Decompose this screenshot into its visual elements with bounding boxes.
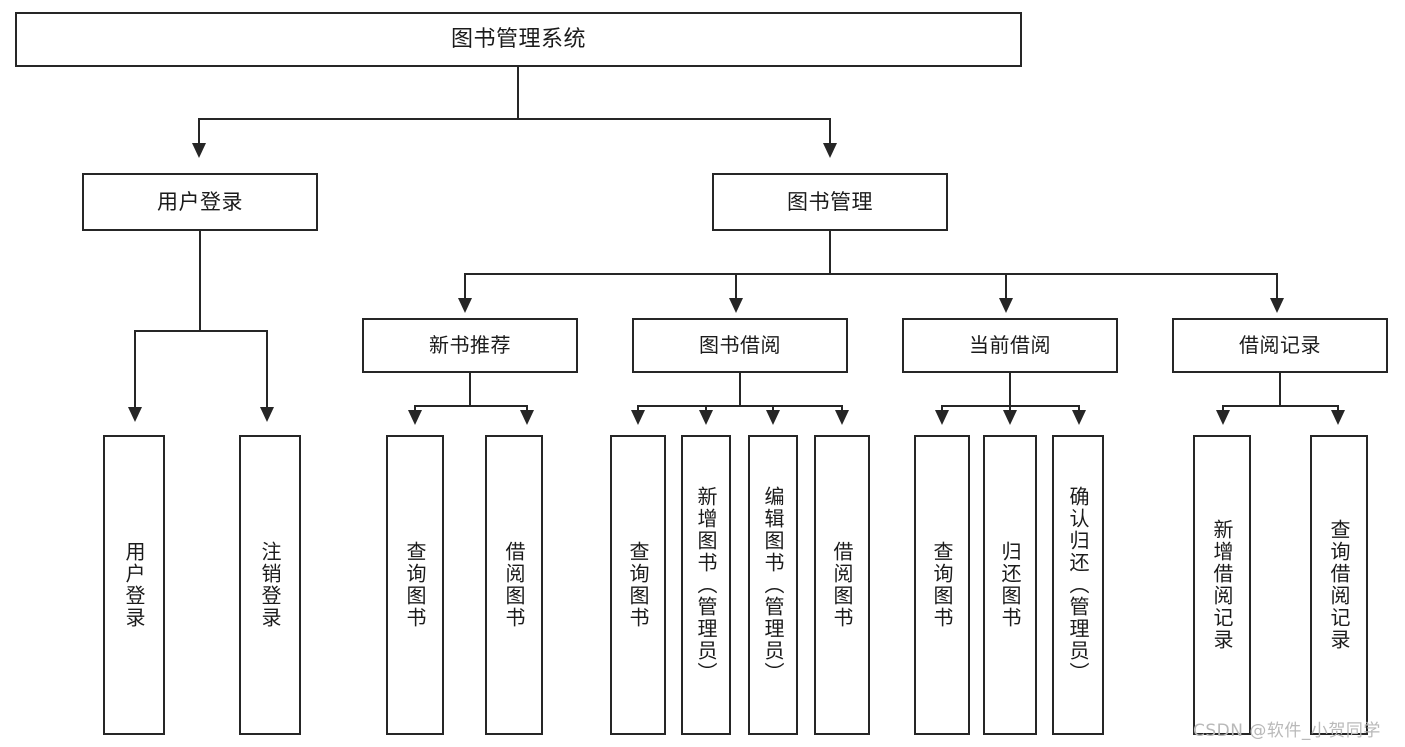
arrow-to-current-borrow [999,298,1013,313]
connector-current-borrow-drop-2 [1009,405,1011,413]
connector-book-mgmt-bus [464,273,1278,275]
arrow-to-borrow-record [1270,298,1284,313]
arrow-to-book-management [823,143,837,158]
connector-book-borrow-drop-2 [705,405,707,413]
connector-user-login-bus [134,330,268,332]
connector-current-borrow-stem [1009,373,1011,406]
leaf-label: 新增借阅记录 [1210,519,1234,651]
connector-new-book-stem [469,373,471,406]
connector-book-mgmt-drop-2 [735,273,737,301]
arrow-to-leaf-add-record [1216,410,1230,425]
arrow-to-leaf-logout [260,407,274,422]
connector-book-mgmt-drop-4 [1276,273,1278,301]
leaf-user-login[interactable]: 用户登录 [103,435,165,735]
connector-user-login-drop-1 [134,330,136,410]
connector-borrow-record-stem [1279,373,1281,406]
connector-user-login-drop-2 [266,330,268,410]
arrow-to-leaf-edit-book [766,410,780,425]
connector-book-borrow-stem [739,373,741,406]
connector-root-drop-left [198,118,200,146]
arrow-to-book-borrow [729,298,743,313]
leaf-label: 新增图书（管理员） [694,486,718,684]
leaf-label: 借阅图书 [502,541,526,629]
arrow-to-leaf-query-book-1 [408,410,422,425]
leaf-confirm-return-admin[interactable]: 确认归还（管理员） [1052,435,1104,735]
arrow-to-leaf-borrow-book-1 [520,410,534,425]
leaf-query-borrow-record[interactable]: 查询借阅记录 [1310,435,1368,735]
leaf-edit-book-admin[interactable]: 编辑图书（管理员） [748,435,798,735]
arrow-to-leaf-add-book [699,410,713,425]
connector-book-borrow-drop-3 [772,405,774,413]
leaf-logout[interactable]: 注销登录 [239,435,301,735]
leaf-add-borrow-record[interactable]: 新增借阅记录 [1193,435,1251,735]
leaf-label: 注销登录 [258,541,282,629]
leaf-label: 借阅图书 [830,541,854,629]
arrow-to-leaf-borrow-book-2 [835,410,849,425]
node-new-book-recommend[interactable]: 新书推荐 [362,318,578,373]
node-label: 图书借阅 [699,333,781,357]
node-label: 图书管理 [787,189,873,214]
connector-borrow-record-bus [1222,405,1339,407]
connector-borrow-record-drop-1 [1222,405,1224,413]
node-label: 当前借阅 [969,333,1051,357]
leaf-add-book-admin[interactable]: 新增图书（管理员） [681,435,731,735]
leaf-label: 归还图书 [998,541,1022,629]
connector-book-mgmt-drop-3 [1005,273,1007,301]
connector-book-borrow-bus [637,405,843,407]
connector-new-book-drop-2 [526,405,528,413]
node-label: 新书推荐 [429,333,511,357]
leaf-label: 查询借阅记录 [1327,519,1351,651]
arrow-to-leaf-query-book-2 [631,410,645,425]
connector-root-bus [198,118,830,120]
leaf-label: 确认归还（管理员） [1066,486,1090,684]
arrow-to-user-login [192,143,206,158]
node-root-system[interactable]: 图书管理系统 [15,12,1022,67]
connector-new-book-bus [414,405,528,407]
connector-book-borrow-drop-4 [841,405,843,413]
connector-book-mgmt-stem [829,231,831,274]
connector-root-stem [517,67,519,119]
arrow-to-leaf-query-record [1331,410,1345,425]
node-label: 用户登录 [157,189,243,214]
arrow-to-leaf-confirm-return [1072,410,1086,425]
leaf-borrow-book[interactable]: 借阅图书 [814,435,870,735]
leaf-return-book[interactable]: 归还图书 [983,435,1037,735]
connector-book-mgmt-drop-1 [464,273,466,301]
leaf-label: 用户登录 [122,541,146,629]
node-book-management[interactable]: 图书管理 [712,173,948,231]
leaf-borrow-book-recommend[interactable]: 借阅图书 [485,435,543,735]
connector-root-drop-right [829,118,831,146]
arrow-to-leaf-return-book [1003,410,1017,425]
leaf-label: 查询图书 [403,541,427,629]
leaf-query-book-borrow[interactable]: 查询图书 [610,435,666,735]
node-current-borrow[interactable]: 当前借阅 [902,318,1118,373]
leaf-label: 查询图书 [930,541,954,629]
connector-borrow-record-drop-2 [1337,405,1339,413]
leaf-query-book-recommend[interactable]: 查询图书 [386,435,444,735]
node-label: 借阅记录 [1239,333,1321,357]
node-user-login[interactable]: 用户登录 [82,173,318,231]
connector-current-borrow-drop-1 [941,405,943,413]
connector-user-login-stem [199,231,201,331]
node-book-borrow[interactable]: 图书借阅 [632,318,848,373]
connector-current-borrow-drop-3 [1078,405,1080,413]
leaf-label: 查询图书 [626,541,650,629]
connector-book-borrow-drop-1 [637,405,639,413]
node-borrow-record[interactable]: 借阅记录 [1172,318,1388,373]
arrow-to-leaf-user-login [128,407,142,422]
leaf-query-book-current[interactable]: 查询图书 [914,435,970,735]
leaf-label: 编辑图书（管理员） [761,486,785,684]
arrow-to-new-book [458,298,472,313]
arrow-to-leaf-query-book-3 [935,410,949,425]
node-label: 图书管理系统 [450,26,586,52]
connector-new-book-drop-1 [414,405,416,413]
